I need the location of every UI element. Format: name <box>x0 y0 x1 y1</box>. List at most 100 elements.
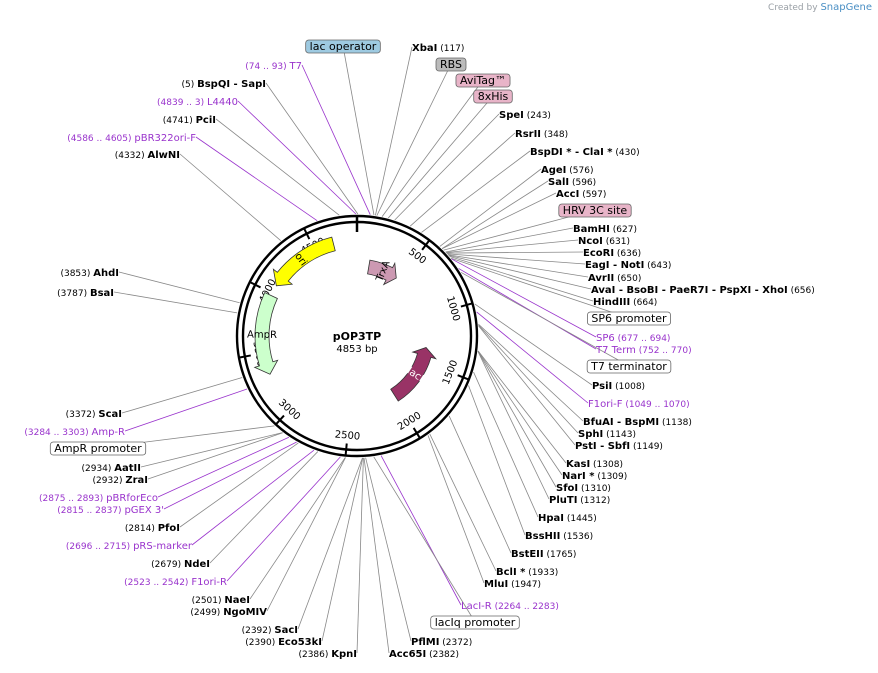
pcii-position: (4741) <box>163 116 196 126</box>
bamhi-site-label: BamHI (627) <box>573 224 637 235</box>
psii-site-label: PsiI (1008) <box>592 381 645 392</box>
tick-3000 <box>275 414 285 426</box>
sfoi-position: (1310) <box>578 484 611 494</box>
tick-4500 <box>303 227 311 240</box>
hindiii-name: HindIII <box>593 297 630 308</box>
bcli-site-label: BclI * (1933) <box>496 567 558 578</box>
kpni-site-label: (2386) KpnI <box>298 649 357 660</box>
leader-line-bamhi <box>445 227 574 253</box>
pbrforeco-position: (2875 .. 2893) <box>39 494 106 504</box>
ahdi-name: AhdI <box>93 268 119 279</box>
leader-line-pgex-3 <box>163 441 297 510</box>
kpni-position: (2386) <box>298 650 331 660</box>
bfuai-bspmi-name: BfuAI - BspMI <box>583 417 659 428</box>
ndei-position: (2679) <box>151 560 184 570</box>
leader-line-sphi <box>478 324 579 434</box>
rbs-feature-box <box>435 57 467 72</box>
f1ori-f-primer-label: F1ori-F (1049 .. 1070) <box>588 399 690 410</box>
avitag-feature-box <box>455 73 511 88</box>
leader-line-spei <box>394 113 500 221</box>
psii-position: (1008) <box>612 382 645 392</box>
ampr-promoter-feature-label: AmpR promoter <box>54 442 142 455</box>
leader-line-ecori <box>446 251 584 254</box>
nari-name: NarI * <box>562 471 595 482</box>
agei-position: (576) <box>566 166 593 176</box>
aatii-site-label: (2934) AatII <box>81 463 141 474</box>
leader-line-xbai <box>375 46 413 216</box>
bsai-name: BsaI <box>90 288 114 299</box>
leader-line-naei <box>249 457 346 600</box>
bspqi-sapi-site-label: (5) BspQI - SapI <box>181 79 266 90</box>
zrai-name: ZraI <box>125 475 148 486</box>
leader-line-bsshii <box>468 385 526 536</box>
leader-line-lac-operator <box>342 45 375 216</box>
ncoi-site-label: NcoI (631) <box>578 236 630 247</box>
kasi-position: (1308) <box>590 460 623 470</box>
ecori-site-label: EcoRI (636) <box>583 248 641 259</box>
snapgene-brand: SnapGene <box>820 2 872 13</box>
avrii-name: AvrII <box>588 273 614 284</box>
leader-line-ahdi <box>118 271 240 304</box>
leader-line-sp6 <box>451 258 597 338</box>
psii-name: PsiI <box>592 381 612 392</box>
saci-position: (2392) <box>242 626 275 636</box>
tick-3500 <box>238 354 251 359</box>
bcli-name: BclI * <box>496 567 526 578</box>
avitag-feature-label: AviTag™ <box>460 74 506 87</box>
l4440-position: (4839 .. 3) <box>157 98 207 108</box>
acc65i-position: (2382) <box>426 650 459 660</box>
leader-line-pflmi <box>365 457 412 642</box>
leader-line-laciq-promoter <box>373 456 476 623</box>
f1ori-f-name: F1ori-F <box>588 399 623 410</box>
eagi-noti-site-label: EagI - NotI (643) <box>585 260 671 271</box>
tick-4000 <box>249 281 261 289</box>
lac-operator-feature-label: lac operator <box>310 40 377 53</box>
leader-line-rsrii <box>409 132 516 227</box>
laciq-promoter-feature-label: lacIq promoter <box>435 616 516 629</box>
leader-line-bsteii <box>448 415 512 554</box>
leader-line-acc65i <box>363 457 390 654</box>
mlui-name: MluI <box>484 579 508 590</box>
ahdi-position: (3853) <box>60 269 93 279</box>
rsrii-site-label: RsrII (348) <box>515 129 568 140</box>
bsteii-position: (1765) <box>544 550 577 560</box>
sphi-position: (1143) <box>603 430 636 440</box>
trxa-feature-arrow <box>367 259 397 286</box>
tick-label-500: 500 <box>406 246 428 266</box>
pluti-name: PluTI <box>549 495 577 506</box>
bcli-position: (1933) <box>525 568 558 578</box>
agei-name: AgeI <box>541 165 566 176</box>
pbr322ori-f-position: (4586 .. 4605) <box>67 134 134 144</box>
leader-line-rbs <box>376 63 452 216</box>
bspdi-clai-site-label: BspDI * - ClaI * (430) <box>530 147 640 158</box>
leader-line-pluti <box>477 351 550 500</box>
nari-site-label: NarI * (1309) <box>562 471 627 482</box>
bamhi-name: BamHI <box>573 224 610 235</box>
leader-line-eagi-noti <box>447 253 586 265</box>
pbr322ori-f-primer-label: (4586 .. 4605) pBR322ori-F <box>67 133 196 144</box>
hpai-name: HpaI <box>538 513 564 524</box>
bsshii-position: (1536) <box>560 532 593 542</box>
leader-line-pbr322ori-f <box>195 136 318 222</box>
zrai-position: (2932) <box>93 476 126 486</box>
sp6-promoter-feature-label: SP6 promoter <box>591 312 667 325</box>
bamhi-position: (627) <box>610 225 637 235</box>
hindiii-position: (664) <box>630 298 657 308</box>
pbr322ori-f-name: pBR322ori-F <box>134 133 196 144</box>
acci-position: (597) <box>579 190 606 200</box>
agei-site-label: AgeI (576) <box>541 165 593 176</box>
t7-term-primer-label: T7 Term (752 .. 770) <box>595 345 692 356</box>
leader-line-saci <box>297 457 363 630</box>
saci-site-label: (2392) SacI <box>242 625 298 636</box>
sali-position: (596) <box>569 178 596 188</box>
f1ori-r-position: (2523 .. 2542) <box>124 578 191 588</box>
ngomiv-name: NgoMIV <box>223 607 267 618</box>
hpai-position: (1445) <box>564 514 597 524</box>
leader-line-scai <box>121 377 243 414</box>
f1ori-r-name: F1ori-R <box>191 577 227 588</box>
ncoi-name: NcoI <box>578 236 603 247</box>
leader-line-sali <box>441 180 549 249</box>
tick-label-1000: 1000 <box>444 295 462 322</box>
hpai-site-label: HpaI (1445) <box>538 513 597 524</box>
